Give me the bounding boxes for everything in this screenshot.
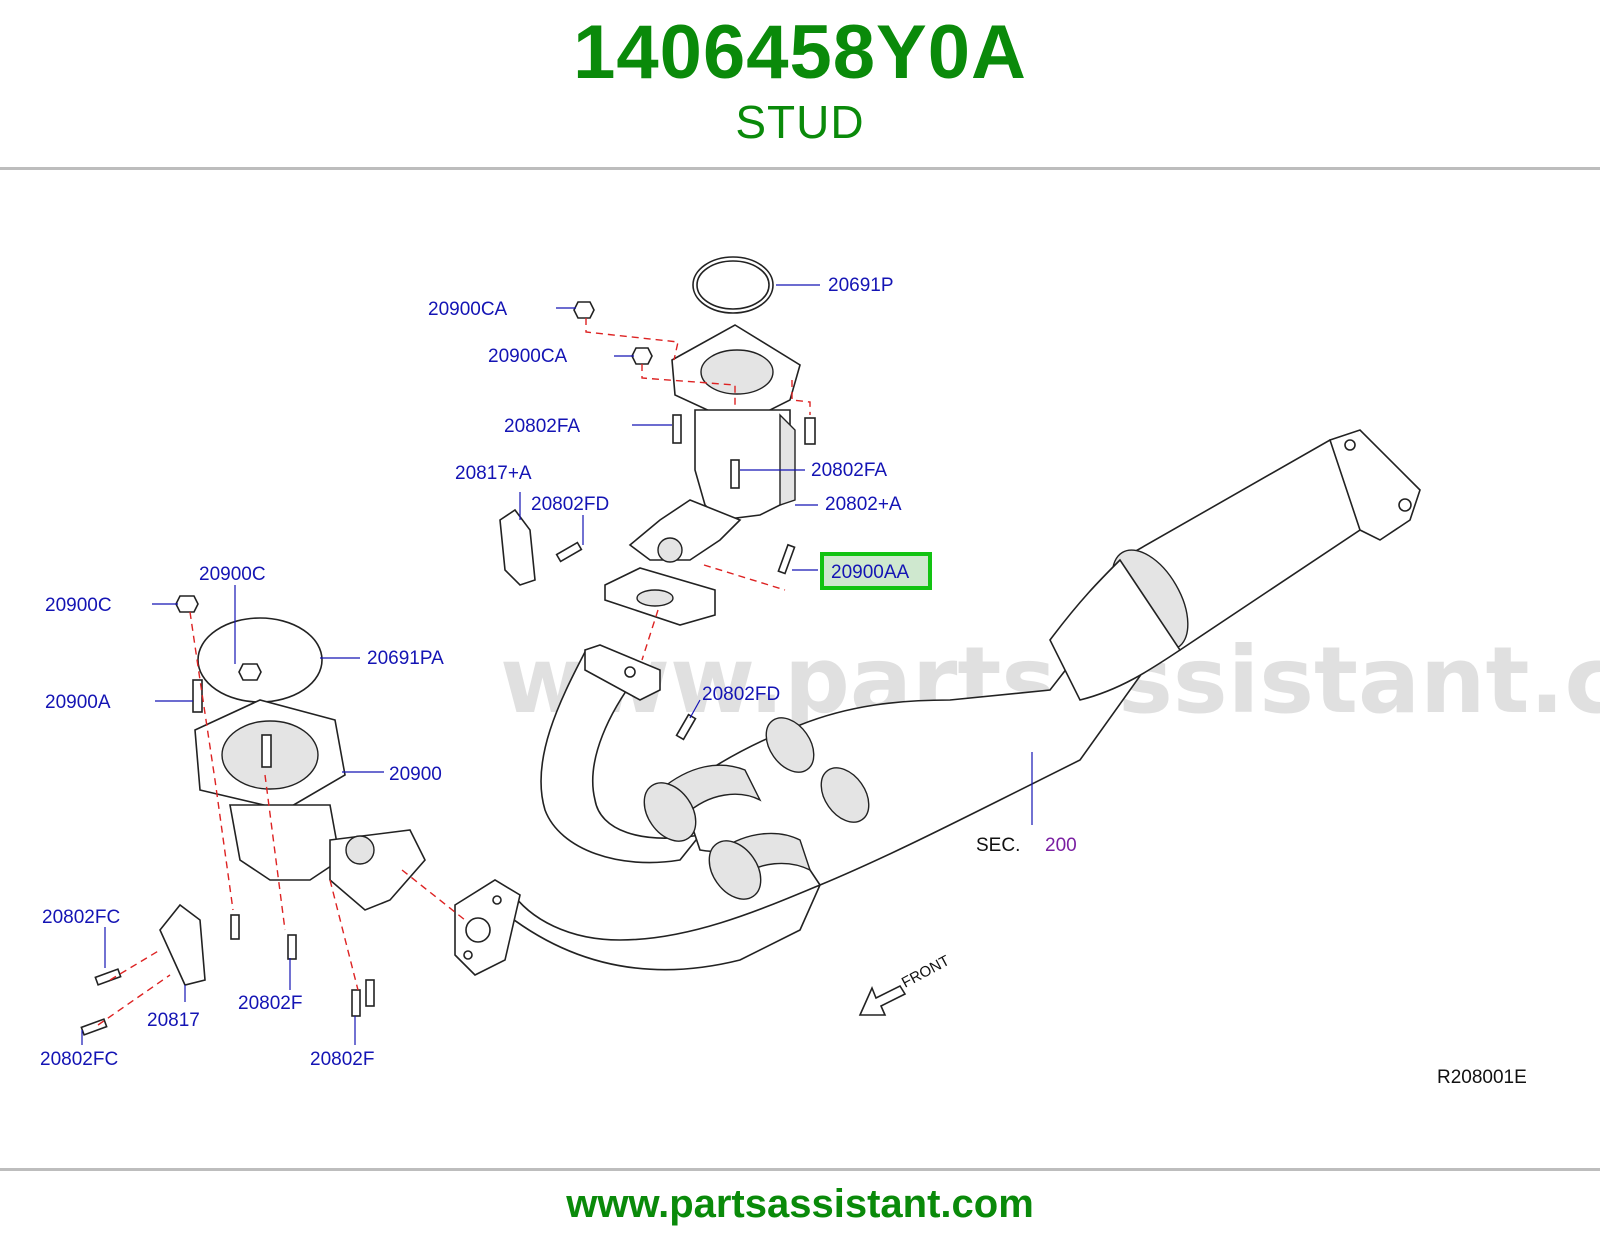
header-divider (0, 167, 1600, 170)
part-number-title: 1406458Y0A (573, 10, 1027, 95)
lower-catalytic-converter (80, 595, 697, 1036)
page-header: 1406458Y0A STUD (0, 0, 1600, 168)
front-arrow-icon (858, 984, 907, 1016)
footer-website-link[interactable]: www.partsassistant.com (566, 1182, 1034, 1226)
callout-20900CA-mid[interactable]: 20900CA (488, 346, 568, 367)
front-label: FRONT (899, 952, 953, 991)
callout-20817[interactable]: 20817 (147, 1010, 200, 1031)
callout-20802FA-left[interactable]: 20802FA (504, 416, 580, 437)
callout-20900AA[interactable]: 20900AA (831, 562, 910, 583)
front-direction-indicator: FRONT (858, 952, 953, 1016)
footer-divider (0, 1168, 1600, 1171)
section-number-link[interactable]: 200 (1045, 835, 1077, 856)
upper-catalytic-converter (499, 256, 816, 626)
callout-20900C-left[interactable]: 20900C (45, 595, 112, 616)
callout-leader-lines (81, 284, 1033, 1045)
callout-20802FD-lower[interactable]: 20802FD (702, 684, 780, 705)
callout-20691P[interactable]: 20691P (828, 275, 894, 296)
callout-20802F-left[interactable]: 20802F (238, 993, 302, 1014)
callout-20900A[interactable]: 20900A (45, 692, 111, 713)
callout-20802A[interactable]: 20802+A (825, 494, 902, 515)
callout-20802FA-right[interactable]: 20802FA (811, 460, 887, 481)
callout-20802FC-top[interactable]: 20802FC (42, 907, 120, 928)
front-exhaust-tube-assembly (454, 429, 1421, 976)
callout-20802F-right[interactable]: 20802F (310, 1049, 374, 1070)
part-name-subtitle: STUD (735, 96, 865, 148)
section-label: SEC. (976, 835, 1020, 856)
assembly-dashed-lines (97, 318, 811, 1026)
callout-20802FD-upper[interactable]: 20802FD (531, 494, 609, 515)
callout-20691PA[interactable]: 20691PA (367, 648, 444, 669)
highlight-box (820, 552, 932, 590)
callout-20900[interactable]: 20900 (389, 764, 442, 785)
highlighted-callout-20900AA[interactable]: 20900AA (820, 552, 932, 590)
diagram-reference-code: R208001E (1437, 1067, 1527, 1088)
callout-20900CA-top[interactable]: 20900CA (428, 299, 508, 320)
callout-20900C-top[interactable]: 20900C (199, 564, 266, 585)
callout-20802FC-bottom[interactable]: 20802FC (40, 1049, 118, 1070)
callout-20817A[interactable]: 20817+A (455, 463, 532, 484)
